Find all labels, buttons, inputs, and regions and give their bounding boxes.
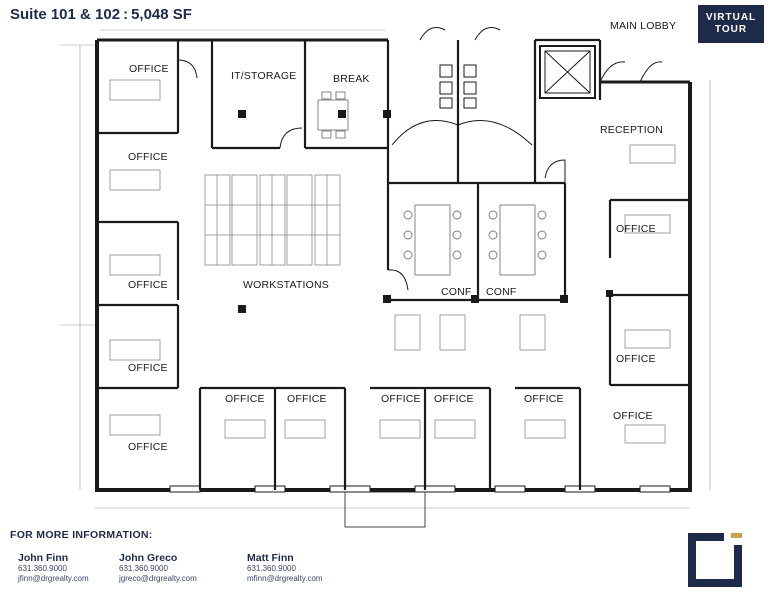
exterior-walls (95, 38, 692, 492)
bottom-windows (169, 485, 671, 528)
floor-plan-drawing (60, 27, 711, 528)
contact-phone: 631.360.9000 (247, 564, 296, 573)
room-office: OFFICE (613, 410, 653, 422)
contact-name: Matt Finn (247, 552, 294, 564)
virtual-tour-line1: VIRTUAL (705, 12, 757, 23)
room-office: OFFICE (434, 393, 474, 405)
room-office: OFFICE (128, 441, 168, 453)
room-office: OFFICE (225, 393, 265, 405)
room-office: OFFICE (128, 279, 168, 291)
room-conf-right: CONF (486, 286, 517, 298)
room-office: OFFICE (128, 362, 168, 374)
restroom-fixtures (177, 27, 663, 291)
suite-name: Suite 101 & 102 (10, 6, 121, 23)
interior-walls (97, 38, 690, 490)
room-office: OFFICE (287, 393, 327, 405)
contact-email-link[interactable]: jgreco@drgrealty.com (119, 574, 197, 583)
room-workstations: WORKSTATIONS (243, 279, 330, 291)
room-it-storage: IT/STORAGE (231, 70, 297, 82)
contact-email-link[interactable]: jfinn@drgrealty.com (18, 574, 89, 583)
contact-email-link[interactable]: mfinn@drgrealty.com (247, 574, 323, 583)
virtual-tour-button[interactable]: VIRTUAL TOUR (698, 5, 764, 43)
room-office: OFFICE (616, 223, 656, 235)
floor-plan: MAIN LOBBY RECEPTION IT/STORAGE BREAK WO… (60, 20, 711, 528)
dimension-lines (60, 29, 711, 509)
contact-card: Matt Finn 631.360.9000 mfinn@drgrealty.c… (247, 552, 323, 584)
room-office: OFFICE (129, 63, 169, 75)
room-conf-left: CONF (441, 286, 472, 298)
contact-name: John Finn (18, 552, 69, 564)
title-separator: : (123, 6, 129, 23)
room-office: OFFICE (524, 393, 564, 405)
virtual-tour-line2: TOUR (714, 24, 748, 35)
room-office: OFFICE (616, 353, 656, 365)
break-table (317, 91, 349, 139)
contact-name: John Greco (119, 552, 178, 564)
room-reception: RECEPTION (600, 124, 664, 136)
room-main-lobby: MAIN LOBBY (610, 20, 677, 32)
contact-phone: 631.360.9000 (18, 564, 67, 573)
conference-tables (403, 204, 547, 276)
brand-logo-icon (688, 533, 742, 587)
suite-area: 5,048 SF (131, 6, 192, 23)
structural-columns (238, 110, 613, 313)
plan-title: Suite 101 & 102:5,048 SF (10, 6, 192, 23)
elevator (539, 45, 596, 99)
office-furniture (109, 79, 676, 444)
contact-card: John Finn 631.360.9000 jfinn@drgrealty.c… (18, 552, 89, 584)
contact-phone: 631.360.9000 (119, 564, 168, 573)
info-heading: FOR MORE INFORMATION: (10, 529, 153, 541)
room-office: OFFICE (381, 393, 421, 405)
room-break: BREAK (333, 73, 370, 85)
workstation-desks (204, 174, 341, 266)
contact-card: John Greco 631.360.9000 jgreco@drgrealty… (119, 552, 197, 584)
room-office: OFFICE (128, 151, 168, 163)
